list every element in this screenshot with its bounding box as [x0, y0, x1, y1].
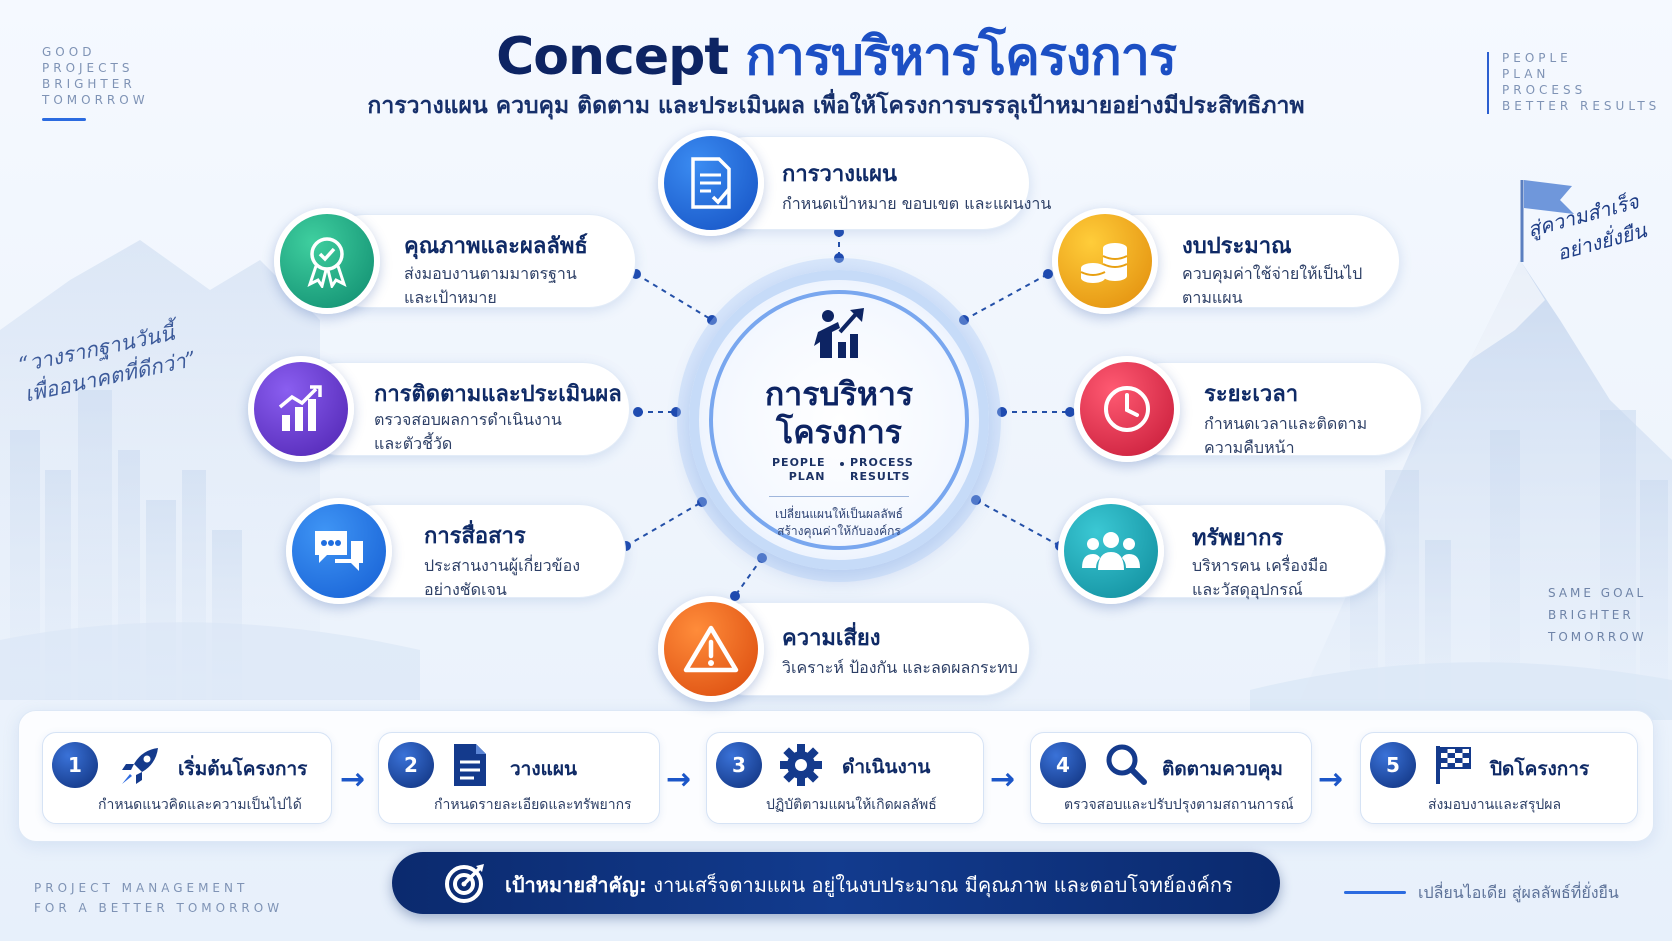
step-number: 4	[1040, 742, 1086, 788]
goal-banner	[392, 852, 1280, 914]
finish-flag-icon	[1436, 746, 1471, 784]
card-communication-desc: ประสานงานผู้เกี่ยวข้อง อย่างชัดเจน	[424, 556, 581, 599]
center-ppp-left: PEOPLE PLAN	[772, 456, 826, 483]
step-desc: ปฏิบัติตามแผนให้เกิดผลลัพธ์	[766, 797, 937, 813]
card-timeline-desc: กำหนดเวลาและติดตาม ความคืบหน้า	[1204, 414, 1368, 457]
card-monitoring-desc: ตรวจสอบผลการดำเนินงาน และตัวชี้วัด	[374, 410, 562, 453]
title-th: การบริหารโครงการ	[745, 27, 1177, 87]
chart-growth-icon	[248, 356, 354, 462]
footer-left-text: PROJECT MANAGEMENT FOR A BETTER TOMORROW	[34, 881, 284, 915]
same-goal-text: SAME GOAL BRIGHTER TOMORROW	[1548, 586, 1647, 644]
team-icon	[1058, 498, 1164, 604]
target-icon	[445, 864, 484, 903]
step-desc: ตรวจสอบและปรับปรุงตามสถานการณ์	[1064, 797, 1294, 813]
corner-text-left: GOOD PROJECTS BRIGHTER TOMORROW	[42, 45, 149, 107]
footer-accent-line	[1344, 891, 1406, 894]
footer-right-text: เปลี่ยนไอเดีย สู่ผลลัพธ์ที่ยั่งยืน	[1418, 883, 1619, 902]
card-budget-desc: ควบคุมค่าใช้จ่ายให้เป็นไป ตามแผน	[1182, 264, 1363, 307]
step-title: เริ่มต้นโครงการ	[178, 758, 308, 780]
document-check-icon	[658, 130, 764, 236]
goal-label: เป้าหมายสำคัญ:	[505, 873, 647, 897]
card-timeline-title: ระยะเวลา	[1204, 382, 1299, 407]
card-resources-desc: บริหารคน เครื่องมือ และวัสดุอุปกรณ์	[1192, 556, 1328, 599]
card-planning-title: การวางแผน	[782, 162, 898, 187]
title-en: Concept	[496, 27, 729, 87]
step-title: ปิดโครงการ	[1490, 758, 1590, 780]
step-number: 1	[52, 742, 98, 788]
document-icon	[454, 744, 486, 786]
step-title: ติดตามควบคุม	[1162, 758, 1283, 780]
goal-text: เป้าหมายสำคัญ: งานเสร็จตามแผน อยู่ในงบปร…	[505, 869, 1233, 901]
card-monitoring-title: การติดตามและประเมินผล	[374, 382, 622, 407]
card-risk-title: ความเสี่ยง	[782, 626, 881, 651]
step-number: 2	[388, 742, 434, 788]
arrow-right-icon: →	[1318, 762, 1344, 797]
arrow-right-icon: →	[666, 762, 692, 797]
warning-icon	[658, 596, 764, 702]
step-number: 5	[1370, 742, 1416, 788]
arrow-right-icon: →	[990, 762, 1016, 797]
clock-icon	[1074, 356, 1180, 462]
chat-bubbles-icon	[286, 498, 392, 604]
center-divider	[769, 496, 909, 497]
card-quality-title: คุณภาพและผลลัพธ์	[404, 234, 588, 259]
card-resources-title: ทรัพยากร	[1192, 526, 1284, 551]
coins-icon	[1052, 208, 1158, 314]
center-ppp-right: PROCESS RESULTS	[850, 456, 914, 483]
step-desc: กำหนดรายละเอียดและทรัพยากร	[434, 797, 632, 813]
growth-people-icon	[814, 308, 864, 358]
gear-icon	[780, 744, 822, 786]
goal-body: งานเสร็จตามแผน อยู่ในงบประมาณ มีคุณภาพ แ…	[653, 873, 1233, 897]
card-communication-title: การสื่อสาร	[424, 524, 526, 549]
center-dot	[840, 462, 844, 466]
card-budget-title: งบประมาณ	[1182, 234, 1292, 259]
corner-text-right: PEOPLE PLAN PROCESS BETTER RESULTS	[1502, 51, 1661, 113]
center-hub-inner-ring	[709, 290, 969, 550]
corner-accent-bar-left	[42, 118, 86, 121]
page-title: Concept การบริหารโครงการ	[0, 14, 1672, 97]
card-risk-desc: วิเคราะห์ ป้องกัน และลดผลกระทบ	[782, 658, 1018, 677]
center-footer: เปลี่ยนแผนให้เป็นผลลัพธ์ สร้างคุณค่าให้ก…	[775, 507, 903, 538]
magnifier-icon	[1106, 744, 1147, 785]
page-subtitle: การวางแผน ควบคุม ติดตาม และประเมินผล เพื…	[367, 93, 1305, 119]
card-planning-desc: กำหนดเป้าหมาย ขอบเขต และแผนงาน	[782, 194, 1052, 213]
center-title: การบริหาร โครงการ	[764, 375, 914, 451]
step-desc: กำหนดแนวคิดและความเป็นไปได้	[98, 797, 302, 813]
step-title: ดำเนินงาน	[842, 756, 931, 778]
step-title: วางแผน	[510, 758, 577, 780]
award-badge-icon	[274, 208, 380, 314]
arrow-right-icon: →	[340, 762, 366, 797]
step-desc: ส่งมอบงานและสรุปผล	[1428, 797, 1562, 813]
card-quality-desc: ส่งมอบงานตามมาตรฐาน และเป้าหมาย	[404, 264, 577, 307]
step-number: 3	[716, 742, 762, 788]
corner-accent-bar-right	[1487, 52, 1489, 114]
rocket-icon	[122, 748, 158, 784]
